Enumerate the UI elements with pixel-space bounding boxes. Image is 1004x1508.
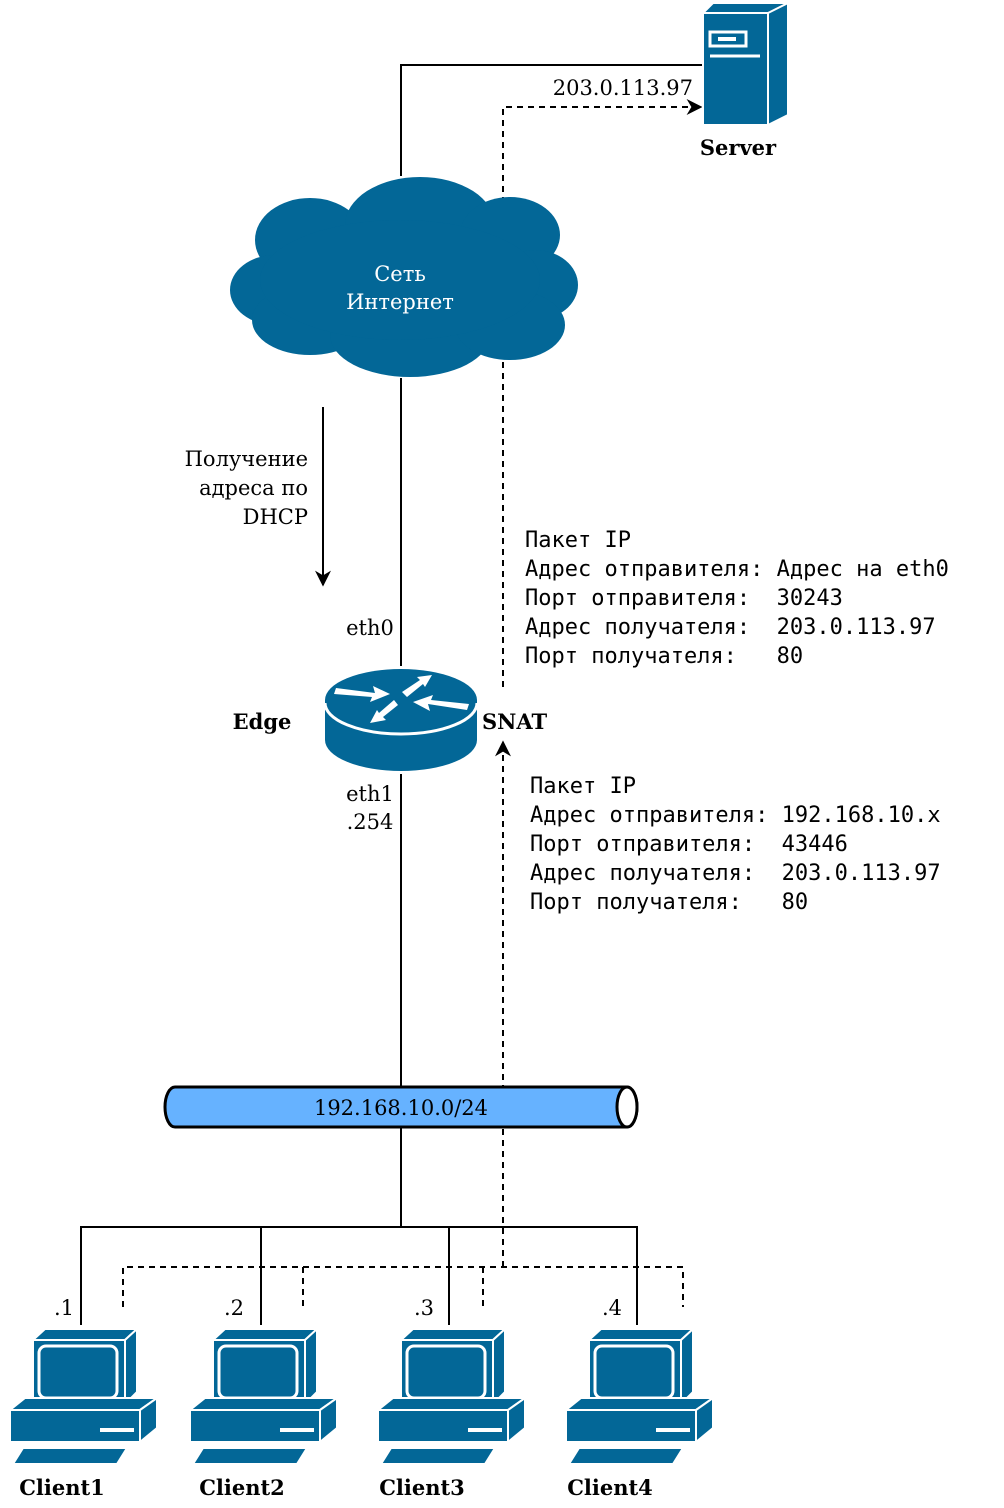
client-ip: .1 [54,1296,74,1320]
packet-out-info: Пакет IP Адрес отправителя: Адрес на eth… [525,528,949,669]
packet-in-line: Порт получателя: 80 [530,890,808,915]
eth1-label: eth1 [346,782,394,806]
packet-out-line: Порт отправителя: 30243 [525,586,843,611]
client-name: Client4 [567,1475,653,1500]
lan-bus [163,1085,639,1129]
client-ip: .2 [224,1296,244,1320]
client-1[interactable]: .1 Client1 [7,1296,161,1500]
pc-icon [375,1326,529,1465]
packet-out-line: Адрес получателя: 203.0.113.97 [525,615,936,640]
eth1-ip: .254 [347,810,394,834]
packet-in-line: Пакет IP [530,774,636,799]
packet-in-info: Пакет IP Адрес отправителя: 192.168.10.x… [530,774,941,915]
dhcp-label-2: адреса по [199,476,308,500]
packet-out-line: Порт получателя: 80 [525,644,803,669]
eth0-label: eth0 [346,616,394,640]
server-icon[interactable] [700,1,791,127]
internet-label-2: Интернет [346,290,454,314]
snat-label: SNAT [482,709,548,734]
client-name: Client3 [379,1475,465,1500]
lan-subnet: 192.168.10.0/24 [314,1096,488,1120]
client-ip: .3 [414,1296,434,1320]
client-4[interactable]: .4 Client4 [563,1296,717,1500]
client-3[interactable]: .3 Client3 [375,1296,529,1500]
packet-out-line: Пакет IP [525,528,631,553]
clients: .1 Client1.2 Client2.3 [7,1296,717,1500]
dhcp-label-3: DHCP [243,505,308,529]
packet-out-line: Адрес отправителя: Адрес на eth0 [525,557,949,582]
server-ip: 203.0.113.97 [553,76,693,100]
client-name: Client1 [19,1475,105,1500]
packet-in-line: Порт отправителя: 43446 [530,832,848,857]
client-name: Client2 [199,1475,285,1500]
packet-in-line: Адрес получателя: 203.0.113.97 [530,861,941,886]
cloud-icon [230,177,578,377]
pc-icon [187,1326,341,1465]
internet-label-1: Сеть [374,262,426,286]
client-traffic-path [122,1266,684,1307]
pc-icon [7,1326,161,1465]
router-icon[interactable] [323,669,479,771]
client-ip: .4 [602,1296,622,1320]
server-label: Server [700,135,777,160]
packet-in-line: Адрес отправителя: 192.168.10.x [530,803,941,828]
client-bus-line [80,1226,638,1325]
router-label: Edge [233,709,292,734]
pc-icon [563,1326,717,1465]
internet-server-link [400,64,703,176]
client-2[interactable]: .2 Client2 [187,1296,341,1500]
dhcp-label-1: Получение [185,447,308,471]
